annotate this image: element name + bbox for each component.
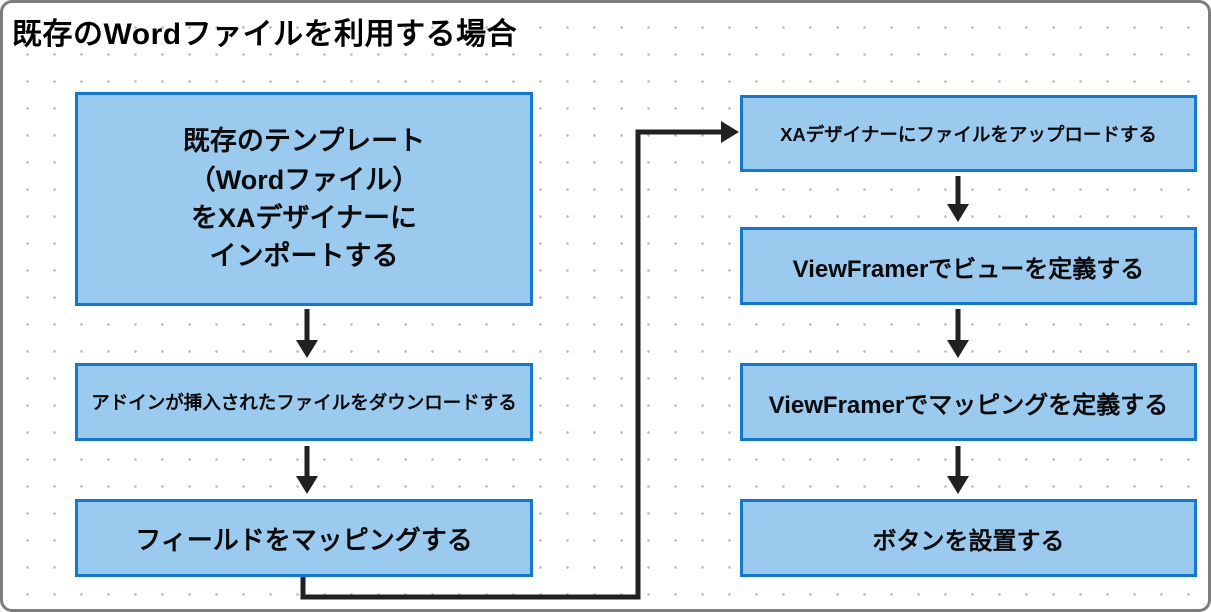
flow-step-map-fields: フィールドをマッピングする	[75, 499, 533, 577]
arrow-down-icon	[296, 309, 318, 358]
flow-step-download-file: アドインが挿入されたファイルをダウンロードする	[75, 363, 533, 441]
arrow-down-icon	[947, 309, 969, 358]
flow-step-import-template: 既存のテンプレート （Wordファイル） をXAデザイナーに インポートする	[75, 92, 533, 306]
arrow-down-icon	[947, 446, 969, 494]
flow-step-define-view: ViewFramerでビューを定義する	[740, 227, 1197, 305]
flow-step-define-mapping: ViewFramerでマッピングを定義する	[740, 363, 1197, 441]
arrow-down-icon	[296, 446, 318, 494]
arrow-down-icon	[947, 176, 969, 222]
diagram-title: 既存のWordファイルを利用する場合	[12, 18, 518, 51]
flow-step-place-button: ボタンを設置する	[740, 499, 1197, 577]
flow-step-upload-file: XAデザイナーにファイルをアップロードする	[740, 95, 1197, 172]
